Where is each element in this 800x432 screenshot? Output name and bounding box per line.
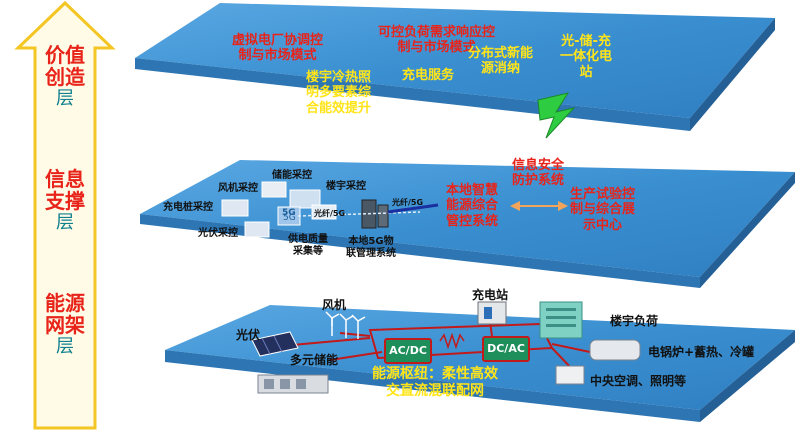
energy-hub-label: 能源枢纽：柔性高效交直流混联配网 [372,366,498,399]
energy-layer-suffix: 层 [56,335,74,357]
load-response-label: 可控负荷需求响应控制与市场模式 [378,25,496,56]
info-layer-line2: 支撑 [45,189,85,214]
ems-label: 本地智慧能源综合管控系统 [446,183,499,229]
air-conditioner-icon [555,365,585,385]
double-arrow-icon [510,201,568,211]
energy-layer-line2: 网架 [45,313,85,338]
building-control-label: 楼宇采控 [326,181,366,192]
acdc-converter: AC/DC [384,338,432,364]
fiber-5g-label-2: 光纤/5G [392,198,424,207]
security-system-label: 信息安全防护系统 [512,158,565,189]
ac-lighting-label: 中央空调、照明等 [590,374,687,388]
vpp-label: 虚拟电厂协调控制与市场模式 [232,33,324,64]
pv-storage-charge-label: 光-储-充一体化电站 [560,34,613,80]
solar-panel-icon [251,331,299,357]
value-layer-line1: 价值 [45,43,85,67]
value-arrow [14,0,116,430]
boiler-label: 电锅炉+蓄热、冷罐 [648,345,755,359]
value-layer-suffix: 层 [56,87,74,109]
fiveg-badge: 5G [282,208,296,218]
pv-control-label: 光伏采控 [198,228,238,239]
fiveg-text: 5G [283,213,296,223]
iot-system-label: 本地5G物联管理系统 [346,236,396,259]
value-layer-title: 价值 创造 层 [36,44,94,109]
storage-label: 多元储能 [290,353,339,367]
value-layer-line2: 创造 [45,65,85,90]
energy-layer-line1: 能源 [45,291,85,315]
fiber-5g-label-1: 光纤/5G [314,209,346,218]
charger-control-label: 充电桩采控 [163,202,213,213]
building-icon [539,301,583,339]
storage-icon [257,374,329,394]
building-efficiency-label: 楼宇冷热照明多要素综合能效提升 [306,70,372,116]
charging-service-label: 充电服务 [402,68,455,83]
info-layer-line1: 信息 [45,167,85,191]
distributed-energy-label: 分布式新能源消纳 [468,46,534,77]
boiler-icon [589,339,641,361]
wind-turbine-icon [325,311,366,339]
building-load-label: 楼宇负荷 [610,314,659,328]
info-layer-plate [140,160,795,288]
charging-station-label: 充电站 [472,288,509,302]
power-quality-label: 供电质量采集等 [288,234,328,257]
energy-layer-title: 能源 网架 层 [36,292,94,357]
info-layer-title: 信息 支撑 层 [36,168,94,233]
info-layer-suffix: 层 [56,211,74,233]
wind-control-label: 风机采控 [218,183,258,194]
storage-control-label: 储能采控 [272,170,312,181]
pv-label: 光伏 [236,328,261,342]
dcac-converter: DC/AC [482,336,530,362]
value-layer-plate [135,3,775,131]
lightning-icon [537,92,576,139]
test-center-label: 生产试验控制与综合展示中心 [570,187,636,233]
energy-layer-plate [165,305,795,422]
wind-label: 风机 [322,298,347,312]
